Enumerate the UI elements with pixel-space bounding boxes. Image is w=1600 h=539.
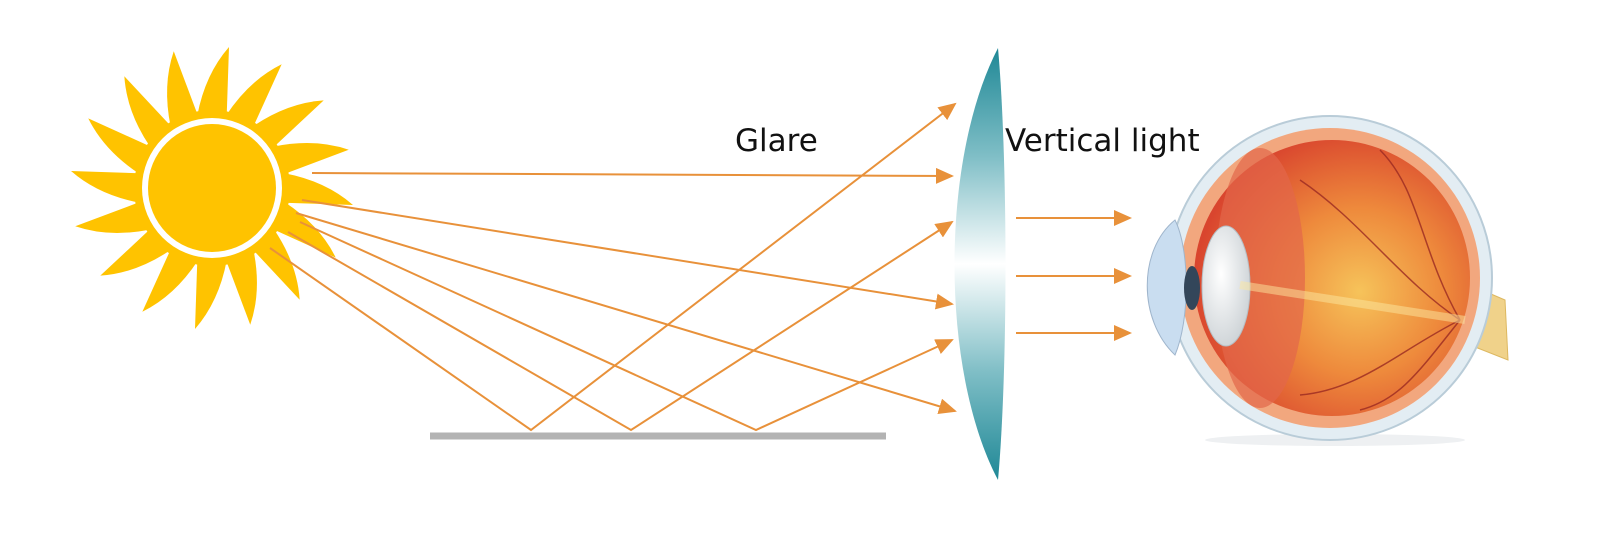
ray-glare-2 <box>287 220 954 432</box>
glare-reflected-rays <box>269 102 957 432</box>
ray-glare-1 <box>269 102 957 432</box>
sun-ray <box>142 249 198 312</box>
direct-light-rays <box>295 167 957 415</box>
sun-ray <box>124 76 172 148</box>
sun-ray <box>100 228 172 276</box>
ray-direct-1 <box>311 167 954 184</box>
ray-direct-3 <box>295 212 957 415</box>
sun-ray <box>167 51 198 127</box>
sun-ray <box>252 228 300 300</box>
polarized-lens <box>954 48 1006 480</box>
sun-ray <box>284 173 353 205</box>
vertical-light-arrows <box>1016 210 1132 341</box>
sun-ray <box>75 202 151 233</box>
sun-ray <box>88 118 151 174</box>
vertical-light-label: Vertical light <box>1005 123 1200 159</box>
sun-ray <box>197 47 229 116</box>
ray-glare-3 <box>299 221 954 432</box>
sun-ray <box>71 171 140 203</box>
sun-ray <box>252 100 324 148</box>
sun-ray <box>226 249 257 325</box>
sun-icon <box>71 47 353 329</box>
sun-ray <box>273 143 349 174</box>
eye-cross-section-icon <box>1146 115 1509 446</box>
ray-direct-2 <box>301 199 954 310</box>
sun-ray <box>195 260 227 329</box>
glare-label: Glare <box>735 123 818 159</box>
sun-ray <box>226 64 282 127</box>
sun-ray <box>273 202 336 258</box>
